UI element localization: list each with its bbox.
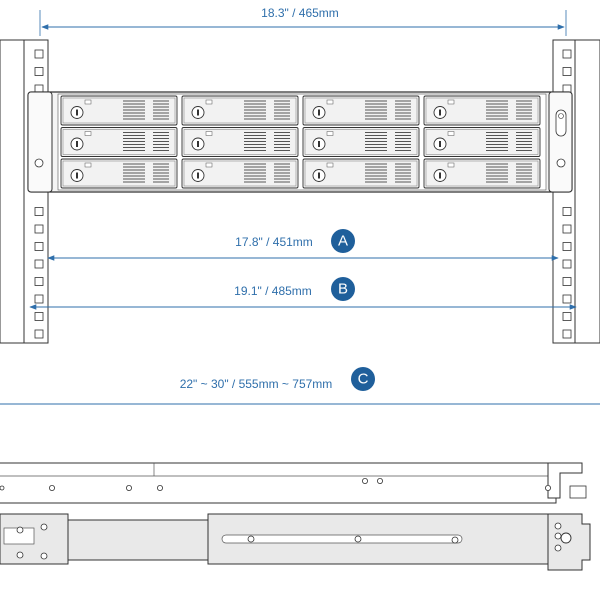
side-view-chassis bbox=[0, 462, 587, 504]
rack-hole bbox=[34, 224, 44, 234]
drive-bay bbox=[60, 95, 178, 126]
rail-screw bbox=[554, 522, 562, 530]
rack-hole bbox=[34, 312, 44, 321]
rail-screw bbox=[554, 544, 562, 552]
drive-bay bbox=[60, 127, 178, 157]
left-rack-ear bbox=[27, 91, 53, 193]
screw bbox=[361, 477, 368, 484]
screw bbox=[0, 485, 5, 491]
badge-a-letter: A bbox=[338, 233, 348, 250]
rack-hole bbox=[34, 49, 44, 59]
rack-hole bbox=[34, 277, 44, 286]
drive-bay bbox=[423, 127, 541, 157]
rail-screw bbox=[354, 535, 362, 543]
side-screws bbox=[0, 477, 552, 491]
rail-screw bbox=[40, 523, 48, 531]
badge-c bbox=[351, 367, 375, 391]
rack-hole bbox=[562, 294, 572, 304]
dimension-c: 22" ~ 30" / 555mm ~ 757mm C bbox=[0, 367, 600, 405]
rack-hole bbox=[562, 259, 572, 269]
rail-screw bbox=[16, 526, 24, 534]
rail-screw bbox=[554, 532, 562, 540]
rack-hole bbox=[562, 242, 572, 251]
rack-hole bbox=[562, 329, 572, 339]
rack-hole bbox=[34, 242, 44, 251]
rail-screw bbox=[40, 552, 48, 560]
dimension-top: 18.3" / 465mm bbox=[39, 6, 567, 36]
drive-bay bbox=[181, 127, 299, 157]
screw bbox=[126, 484, 133, 491]
badge-a bbox=[331, 229, 355, 253]
rail-screw bbox=[247, 535, 255, 543]
rack-hole bbox=[562, 67, 572, 76]
rack-hole bbox=[34, 329, 44, 339]
rack-hole bbox=[562, 277, 572, 286]
rack-hole bbox=[562, 207, 572, 216]
drive-bay bbox=[302, 95, 420, 126]
nas-chassis bbox=[27, 91, 573, 193]
screw bbox=[545, 484, 552, 491]
dimension-a: 17.8" / 451mm A bbox=[47, 229, 559, 261]
rack-hole bbox=[34, 294, 44, 304]
badge-c-letter: C bbox=[358, 371, 369, 388]
rack-hole bbox=[34, 67, 44, 76]
rail-screw bbox=[16, 551, 24, 559]
side-view-rail bbox=[0, 513, 591, 571]
rack-hole bbox=[562, 224, 572, 234]
rail-screws bbox=[16, 522, 572, 560]
drive-bay bbox=[302, 158, 420, 189]
screw bbox=[156, 484, 163, 491]
rail-release-screw bbox=[560, 532, 572, 544]
dimension-c-label: 22" ~ 30" / 555mm ~ 757mm bbox=[180, 377, 333, 391]
rail-screw bbox=[451, 536, 459, 544]
drive-bay-grid bbox=[60, 95, 541, 189]
screw bbox=[49, 484, 56, 491]
dimension-b: 19.1" / 485mm B bbox=[29, 277, 577, 310]
drive-bay bbox=[423, 158, 541, 189]
dimension-a-label: 17.8" / 451mm bbox=[235, 235, 313, 249]
rack-hole bbox=[562, 49, 572, 59]
dimension-b-label: 19.1" / 485mm bbox=[234, 284, 312, 298]
drive-bay bbox=[181, 158, 299, 189]
drive-bay bbox=[302, 127, 420, 157]
rack-hole bbox=[562, 312, 572, 321]
screw bbox=[376, 477, 383, 484]
dimension-top-label: 18.3" / 465mm bbox=[261, 6, 339, 20]
drive-bay bbox=[60, 158, 178, 189]
right-rack-ear bbox=[548, 91, 573, 193]
rack-hole bbox=[34, 259, 44, 269]
rack-hole bbox=[34, 207, 44, 216]
drive-bay bbox=[181, 95, 299, 126]
badge-b bbox=[331, 277, 355, 301]
drive-bay bbox=[423, 95, 541, 126]
badge-b-letter: B bbox=[338, 281, 348, 298]
